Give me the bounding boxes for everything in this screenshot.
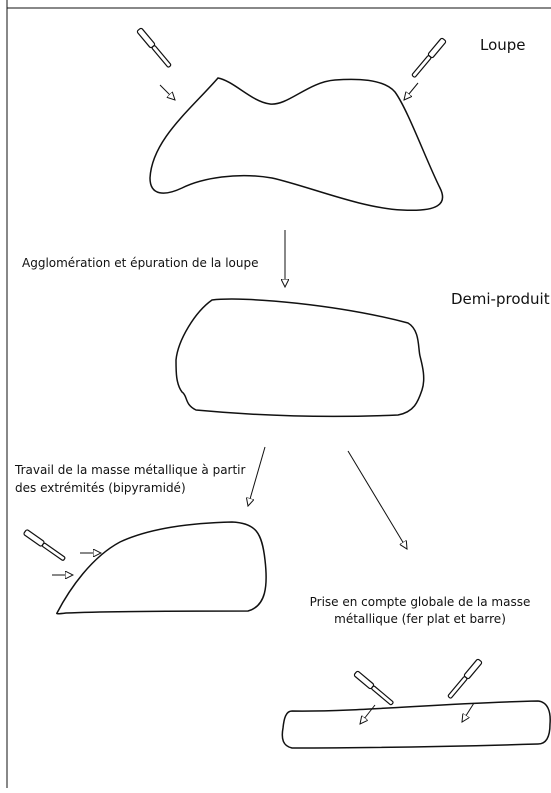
label-prise-line1: Prise en compte globale de la masse (309, 595, 531, 609)
hammer-icon (410, 37, 447, 79)
fer-plat-bar-shape (281, 700, 551, 749)
label-travail-line2: des extrémités (bipyramidé) (15, 481, 186, 495)
label-travail-line1: Travail de la masse métallique à partir (15, 463, 246, 477)
hammer-icon (136, 27, 173, 69)
blow-arrow-left (159, 84, 175, 100)
label-prise-line2: métallique (fer plat et barre) (334, 612, 506, 626)
hammer-icon (22, 528, 67, 563)
arrow-to-bipyramide (248, 446, 266, 506)
arrow-to-fer-plat (347, 450, 407, 549)
hammer-icon (353, 670, 395, 707)
label-agglomeration: Agglomération et épuration de la loupe (22, 256, 259, 270)
hammer-icon (446, 658, 483, 700)
blow-arrow-bar-right (462, 702, 475, 722)
label-demi-produit: Demi-produit (451, 290, 550, 308)
demi-produit-shape (175, 298, 425, 418)
label-loupe: Loupe (480, 36, 526, 54)
blow-arrow-bar-left (360, 704, 376, 724)
loupe-shape (149, 77, 444, 212)
blow-arrow-right (404, 82, 419, 100)
bipyramide-shape (56, 521, 267, 615)
